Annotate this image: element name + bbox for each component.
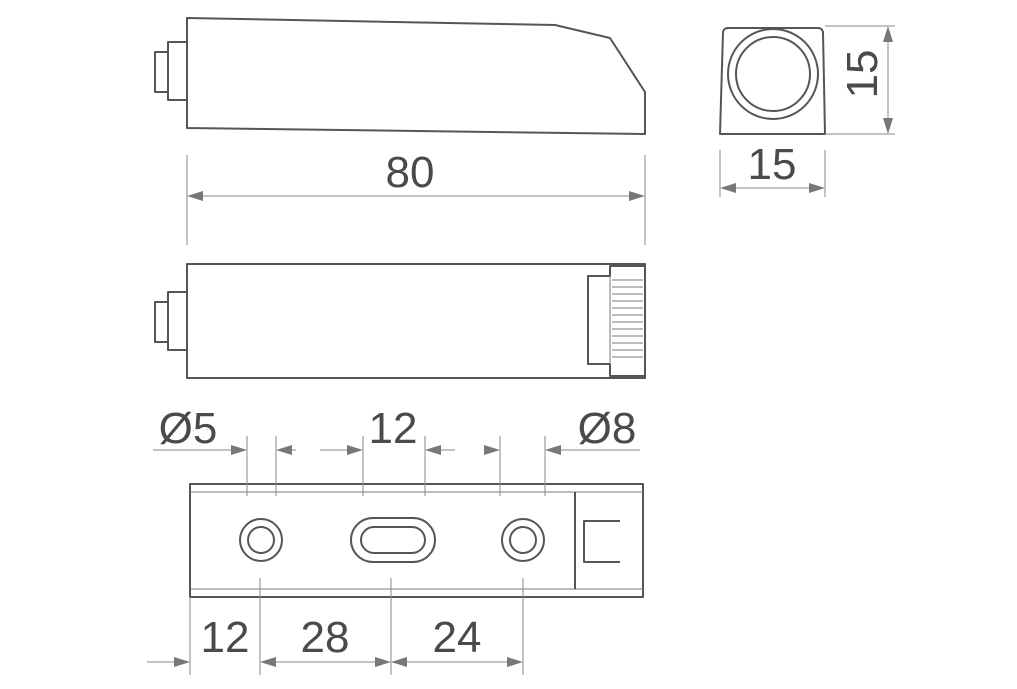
slot-length-label: 12: [369, 404, 418, 453]
bottom-view: [189, 483, 644, 598]
bottom-view-latch-slot: [583, 520, 620, 563]
hole-large-diameter-label: Ø8: [578, 404, 637, 453]
dimension-end-width: 15: [719, 140, 826, 197]
side-view-body: [186, 17, 646, 135]
dimension-upper-row: Ø5 12 Ø8: [153, 404, 640, 496]
dimension-lower-row: 12 28 24: [147, 578, 524, 675]
top-view-grip-lines: [612, 279, 643, 358]
slot-outer: [350, 517, 436, 563]
bottom-view-body: [189, 483, 644, 598]
dimension-length-label: 80: [386, 148, 435, 197]
top-view-end-cap: [587, 265, 645, 377]
dimension-end-height-label: 15: [838, 50, 887, 99]
large-hole-outer: [501, 518, 545, 562]
dimension-end-width-label: 15: [748, 140, 797, 189]
offset-edge-label: 12: [201, 613, 250, 662]
end-view: [719, 27, 826, 135]
slot-inner: [360, 526, 426, 554]
small-hole-outer: [239, 518, 283, 562]
side-view-plunger: [154, 41, 187, 101]
top-view-plunger: [154, 291, 187, 351]
dimension-end-height: 15: [825, 25, 895, 135]
large-hole-inner: [509, 526, 537, 554]
end-view-outer-ring: [727, 28, 819, 120]
small-hole-inner: [247, 526, 275, 554]
top-view-body: [186, 263, 646, 379]
hole-small-diameter-label: Ø5: [159, 404, 218, 453]
top-view: [154, 263, 646, 379]
side-view: [154, 17, 646, 135]
dimension-length: 80: [186, 148, 646, 245]
end-view-inner-ring: [735, 36, 811, 112]
spacing-second-label: 24: [433, 613, 482, 662]
spacing-first-label: 28: [301, 613, 350, 662]
